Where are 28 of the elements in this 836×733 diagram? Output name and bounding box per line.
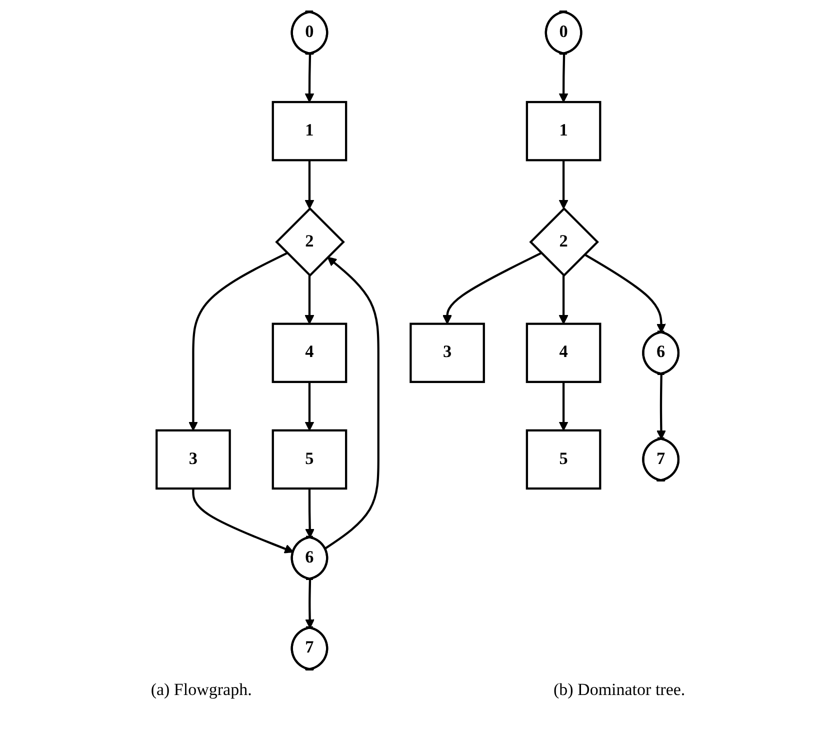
figure-caption: (b) Dominator tree. — [553, 680, 686, 700]
arrow — [305, 381, 315, 430]
arrow — [559, 274, 569, 324]
arrow — [443, 252, 542, 324]
node-box: 4 — [272, 322, 348, 383]
arrow — [188, 252, 288, 430]
arrow — [305, 160, 315, 209]
arrow — [306, 578, 316, 628]
arrow — [559, 54, 569, 102]
node-box: 1 — [526, 100, 602, 161]
node-box: 1 — [272, 100, 348, 161]
arrow — [559, 160, 569, 209]
node-box: 5 — [526, 428, 602, 490]
arrow — [306, 488, 316, 538]
arrow — [305, 54, 315, 102]
node-diamond: 2 — [530, 206, 600, 276]
node-box: 4 — [526, 322, 602, 383]
arrow — [656, 374, 666, 439]
arrow — [325, 256, 380, 549]
node-diamond: 2 — [276, 206, 346, 276]
node-box: 5 — [272, 428, 348, 490]
arrow — [305, 274, 315, 324]
figure-caption: (a) Flowgraph. — [150, 680, 252, 700]
arrow — [559, 381, 569, 430]
arrow — [192, 488, 294, 553]
node-box: 3 — [156, 428, 232, 490]
node-box: 3 — [410, 322, 486, 383]
arrow — [584, 252, 666, 332]
